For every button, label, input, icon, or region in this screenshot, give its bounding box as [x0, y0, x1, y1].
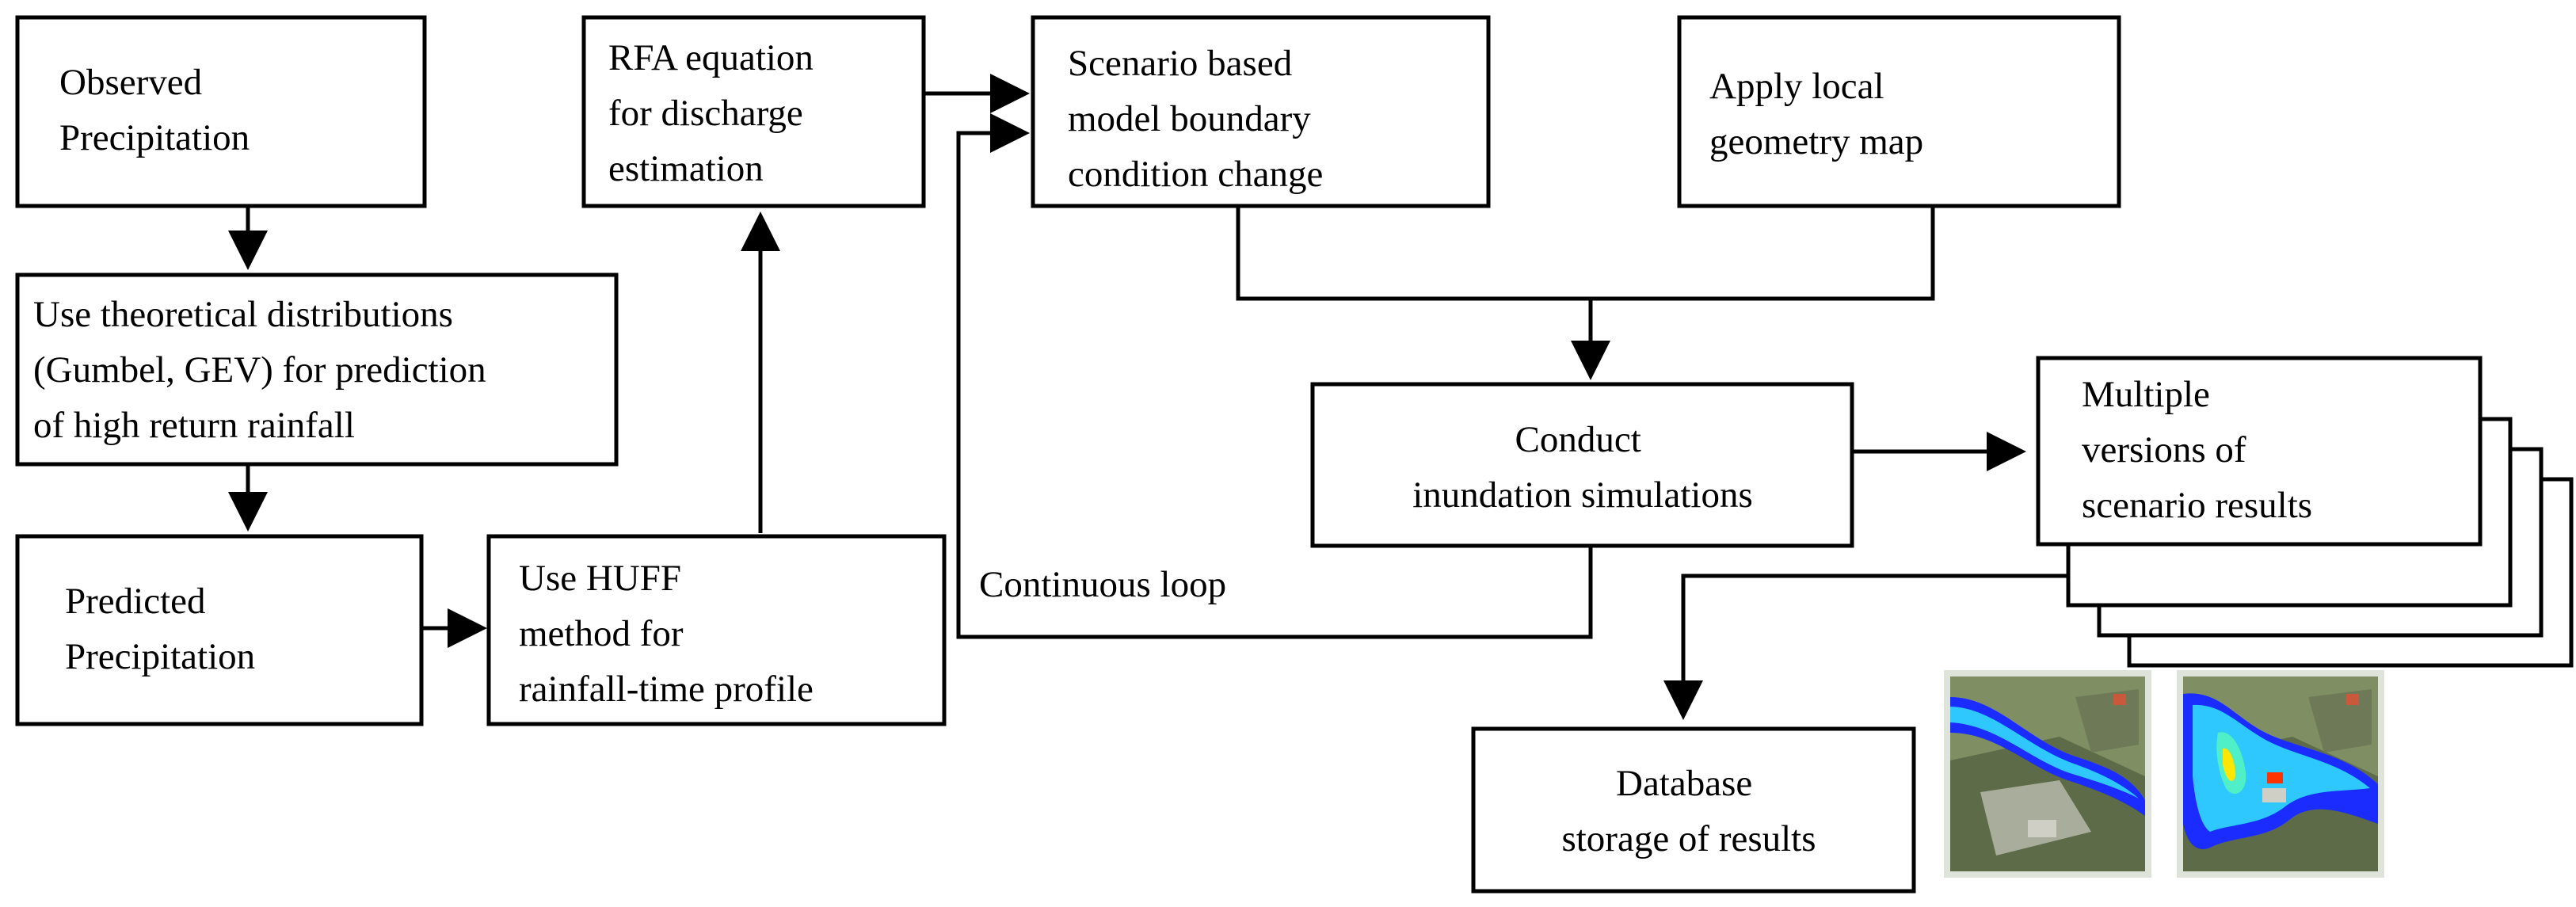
node-database-storage	[1471, 726, 1916, 894]
label-predicted: Predicted Precipitation	[65, 581, 255, 677]
edge-continuous-loop	[956, 113, 1593, 639]
label-scenario: Scenario based model boundary condition …	[1068, 43, 1323, 195]
label-simulation: Conduct inundation simulations	[1412, 419, 1753, 516]
label-distributions: Use theoretical distributions (Gumbel, G…	[33, 294, 495, 446]
node-predicted-precipitation	[15, 534, 424, 726]
inundation-map-before-image	[1944, 670, 2151, 878]
node-observed-precipitation	[15, 15, 427, 208]
node-inundation-simulations	[1310, 382, 1854, 548]
edge-results-to-database	[1663, 574, 2068, 720]
label-database: Database storage of results	[1561, 763, 1816, 859]
label-geometry: Apply local geometry map	[1709, 66, 1923, 162]
inundation-map-after-image	[2177, 670, 2384, 878]
node-rfa-equation	[581, 15, 926, 208]
label-rfa: RFA equation for discharge estimation	[608, 37, 823, 189]
edge-scenario-to-simulation	[1236, 208, 1935, 301]
label-observed: Observed Precipitation	[59, 62, 250, 158]
node-theoretical-distributions	[15, 272, 619, 467]
label-results: Multiple versions of scenario results	[2082, 374, 2312, 526]
node-huff-method	[486, 534, 947, 726]
label-huff: Use HUFF method for rainfall-time profil…	[519, 558, 814, 710]
node-scenario-boundary	[1031, 15, 1491, 208]
node-local-geometry	[1677, 15, 2121, 208]
node-multiple-results	[2036, 356, 2483, 547]
label-continuous-loop: Continuous loop	[979, 564, 1226, 605]
